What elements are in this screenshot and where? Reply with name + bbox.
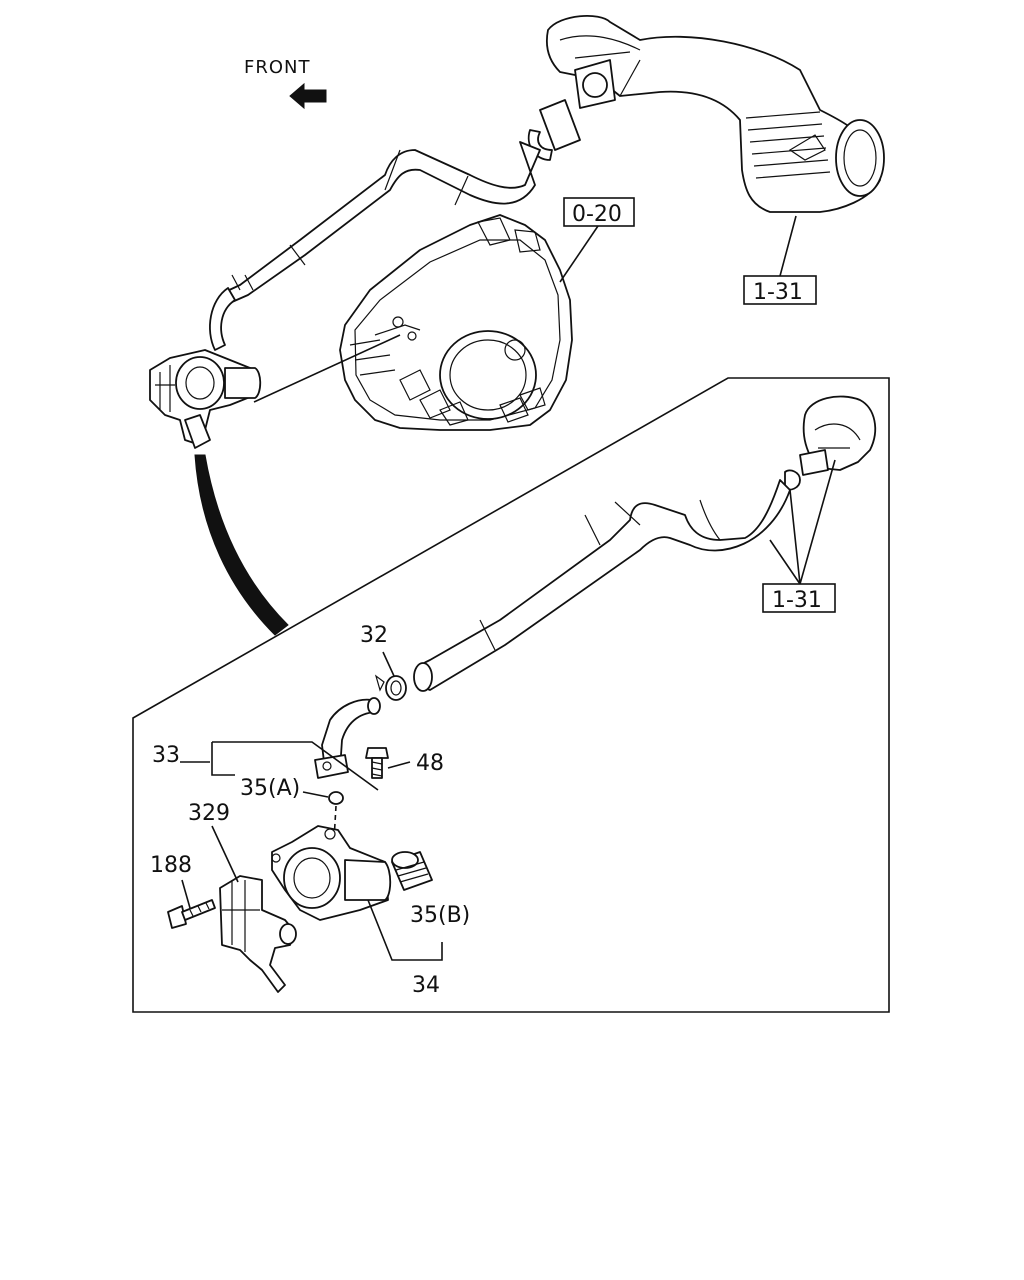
part-48-bolt: 48 (365, 747, 444, 779)
part-35b-seal-sleeve: 35(B) (391, 851, 470, 928)
callout-label-48: 48 (416, 751, 444, 776)
water-hose-upper-view (209, 99, 581, 351)
detail-callout-arrow (194, 454, 289, 636)
callout-label-329: 329 (188, 801, 230, 826)
part-329-housing: 329 (188, 801, 297, 993)
reference-box-1-31-top: 1-31 (743, 215, 817, 305)
thermostat-housing-detail (799, 395, 877, 476)
pump-to-housing-leader (253, 334, 401, 403)
callout-label-33: 33 (152, 743, 180, 768)
reference-label-0-20: 0-20 (572, 202, 622, 227)
callout-label-35a: 35(A) (240, 776, 300, 801)
air-intake-hose (546, 15, 885, 213)
reference-label-1-31-top: 1-31 (753, 280, 803, 305)
callout-leader-33 (180, 741, 379, 791)
callout-label-188: 188 (150, 853, 192, 878)
reference-box-1-31-detail: 1-31 (762, 459, 836, 613)
front-direction-indicator: FRONT (244, 57, 327, 110)
callout-label-35b: 35(B) (410, 903, 470, 928)
callout-leader-34 (367, 899, 443, 961)
callout-leader-32 (382, 651, 395, 677)
part-188-bolt: 188 (150, 853, 216, 929)
callout-label-34: 34 (412, 973, 440, 998)
callout-leader-188 (181, 879, 191, 909)
reference-leaders-1-31-detail (769, 459, 836, 585)
part-34-water-pump: 34 (271, 825, 443, 998)
part-33-water-pipe: 33 (152, 697, 381, 791)
reference-leader-1-31-top (779, 215, 797, 277)
detail-view-frame (132, 377, 890, 1013)
callout-leader-329 (211, 825, 239, 883)
callout-leader-48 (387, 761, 411, 769)
part-35a-o-ring: 35(A) (240, 776, 344, 841)
reference-box-0-20: 0-20 (559, 197, 635, 283)
water-pump-overview (149, 349, 262, 449)
reference-leader-0-20 (559, 225, 599, 283)
water-hose-detail (413, 469, 801, 692)
callout-label-32: 32 (360, 623, 388, 648)
flywheel-housing (339, 214, 573, 431)
reference-label-1-31-detail: 1-31 (772, 588, 822, 613)
front-label: FRONT (244, 57, 311, 78)
callout-leader-35a (302, 791, 329, 798)
part-32-hose-clamp: 32 (360, 623, 407, 701)
front-arrow-icon (289, 82, 327, 110)
